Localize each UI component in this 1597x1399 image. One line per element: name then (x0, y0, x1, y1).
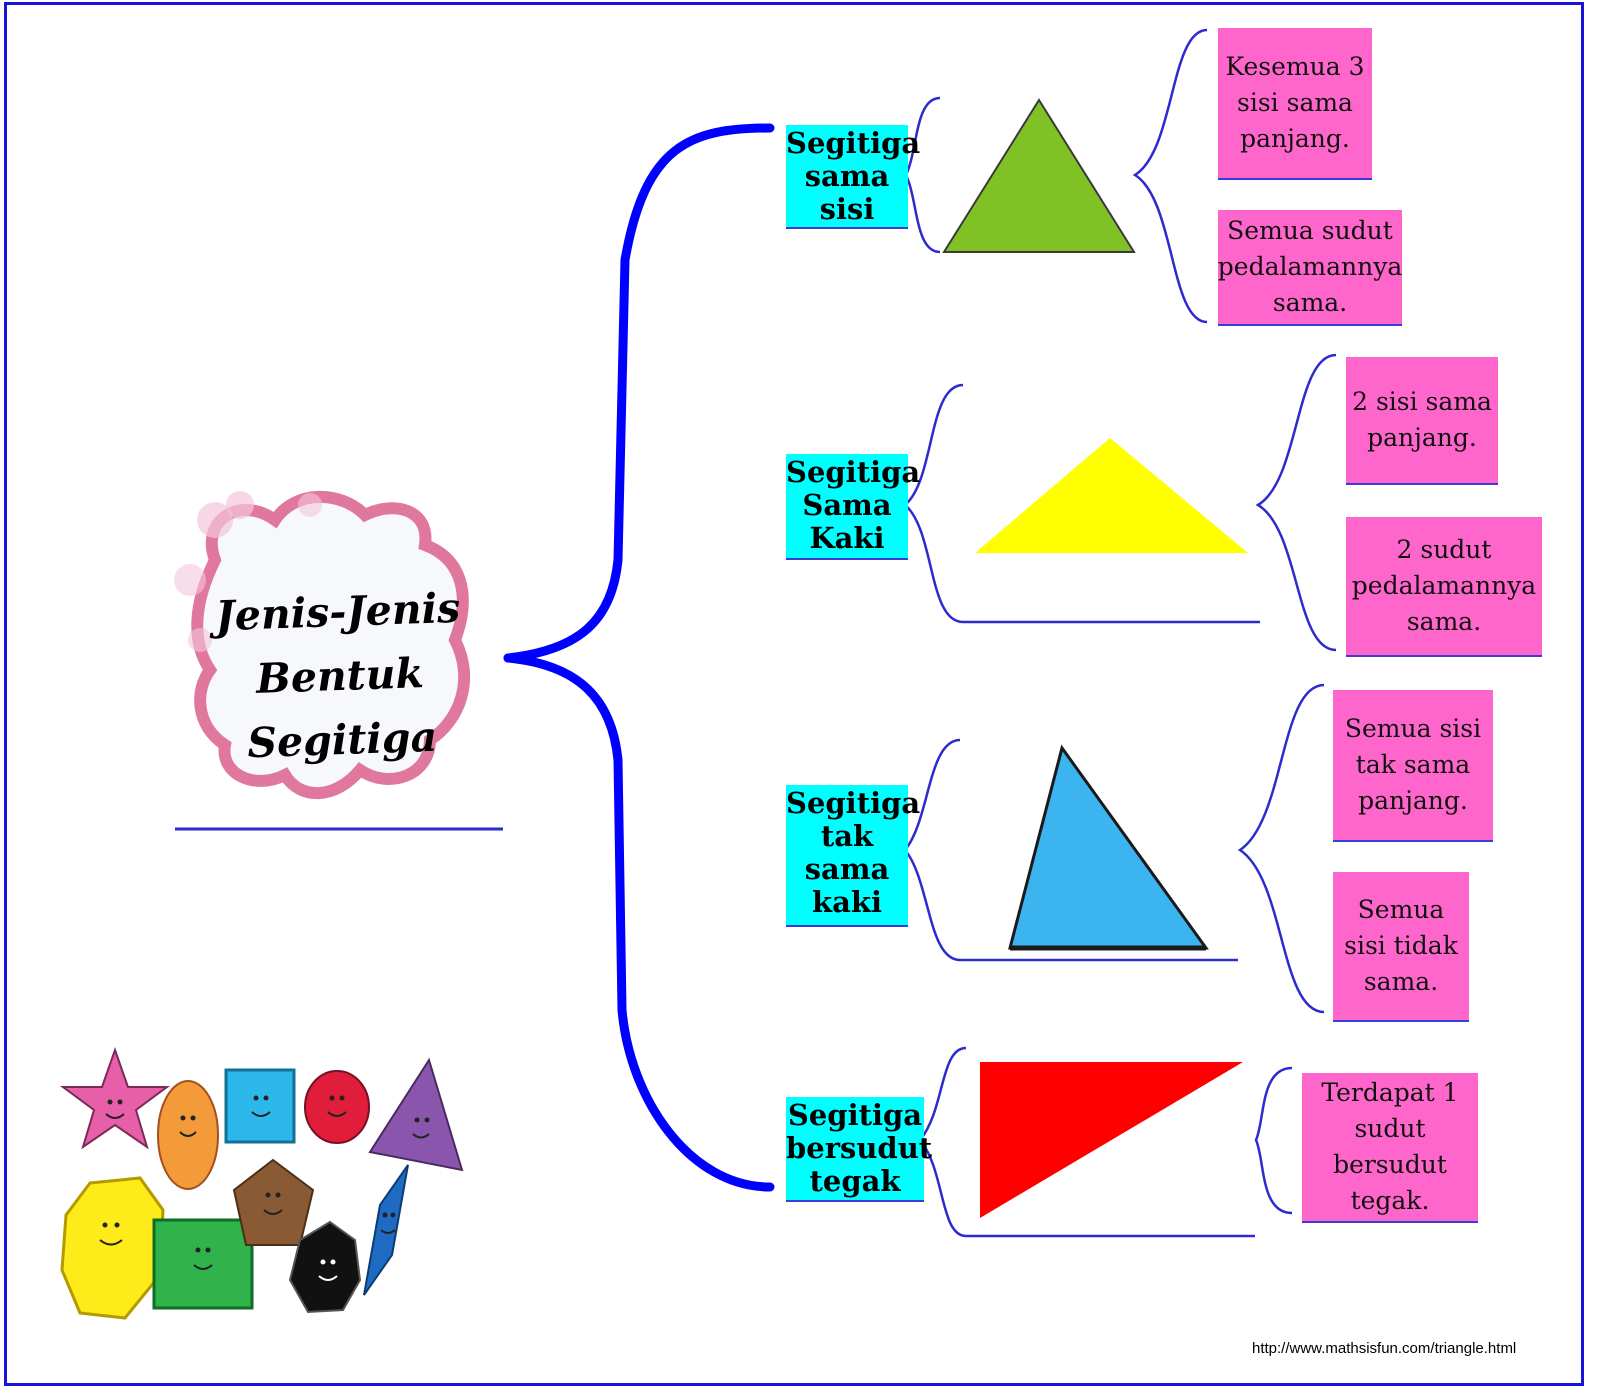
category-line: kaki (812, 885, 882, 919)
property-box: Terdapat 1 sudut bersudut tegak. (1302, 1073, 1478, 1223)
property-line: sama. (1406, 607, 1482, 636)
property-box: Semua sudut pedalamannya sama. (1218, 210, 1402, 326)
property-line: sama. (1272, 288, 1348, 317)
property-line: Semua (1357, 895, 1445, 924)
category-line: sama (804, 852, 890, 886)
rhombus-icon (363, 1164, 409, 1296)
property-line: Semua sisi (1344, 714, 1482, 743)
diagram-title: Jenis-Jenis Bentuk Segitiga (197, 575, 484, 777)
category-line: tak (820, 819, 874, 853)
diagram-frame (4, 2, 1584, 1386)
property-line: Terdapat 1 (1321, 1078, 1459, 1107)
octagon-icon (60, 1176, 165, 1320)
property-line: Semua sudut (1227, 216, 1393, 245)
property-line: panjang. (1367, 423, 1477, 452)
property-line: sisi sama (1237, 88, 1353, 117)
main-connector (503, 123, 775, 1192)
property-line: 2 sudut (1396, 535, 1492, 564)
property-line: sudut (1354, 1114, 1426, 1143)
rectangle-icon (152, 1218, 254, 1310)
property-box: 2 sisi sama panjang. (1346, 357, 1498, 485)
property-line: tegak. (1350, 1186, 1430, 1215)
property-box: Semua sisi tidak sama. (1333, 872, 1469, 1022)
property-line: pedalamannya (1217, 252, 1403, 281)
property-line: sama. (1363, 967, 1439, 996)
category-line: Segitiga (786, 786, 921, 820)
property-line: pedalamannya (1351, 571, 1537, 600)
category-line: Segitiga (786, 126, 921, 160)
category-line: sama (804, 159, 890, 193)
property-box: Semua sisi tak sama panjang. (1333, 690, 1493, 842)
category-right: Segitiga bersudut tegak (786, 1097, 933, 1202)
scalene-triangle-icon (1008, 744, 1209, 950)
title-line: Jenis-Jenis (214, 583, 461, 641)
triangle-icon (368, 1057, 464, 1172)
heptagon-icon (288, 1220, 362, 1314)
property-box: 2 sudut pedalamannya sama. (1346, 517, 1542, 657)
category-line: Sama (802, 488, 892, 522)
right-triangle-icon (980, 1062, 1243, 1218)
title-line: Bentuk (255, 649, 425, 703)
category-line: sisi (819, 192, 875, 226)
equilateral-triangle-icon (942, 98, 1136, 253)
property-line: panjang. (1240, 124, 1350, 153)
property-line: Kesemua 3 (1225, 52, 1365, 81)
star-icon (59, 1046, 171, 1150)
pentagon-icon (232, 1158, 315, 1246)
property-line: 2 sisi sama (1352, 387, 1492, 416)
property-line: panjang. (1358, 786, 1468, 815)
shapes-cluster-icon (59, 1046, 464, 1320)
isosceles-triangle-icon (975, 438, 1248, 553)
category-scalene: Segitiga tak sama kaki (786, 785, 921, 927)
property-box: Kesemua 3 sisi sama panjang. (1218, 28, 1372, 180)
category-line: bersudut (786, 1131, 933, 1165)
circle-icon (304, 1070, 370, 1144)
title-badge-icon (174, 490, 471, 800)
property-line: bersudut (1333, 1150, 1447, 1179)
title-line: Segitiga (246, 712, 438, 768)
property-line: sisi tidak (1344, 931, 1458, 960)
category-isosceles: Segitiga Sama Kaki (786, 454, 921, 560)
property-line: tak sama (1355, 750, 1471, 779)
category-line: tegak (809, 1164, 901, 1198)
source-credit: http://www.mathsisfun.com/triangle.html (1252, 1340, 1517, 1357)
category-line: Segitiga (786, 455, 921, 489)
category-line: Kaki (809, 521, 885, 555)
category-line: Segitiga (787, 1098, 923, 1132)
category-equilateral: Segitiga sama sisi (786, 125, 921, 229)
square-icon (224, 1068, 296, 1144)
